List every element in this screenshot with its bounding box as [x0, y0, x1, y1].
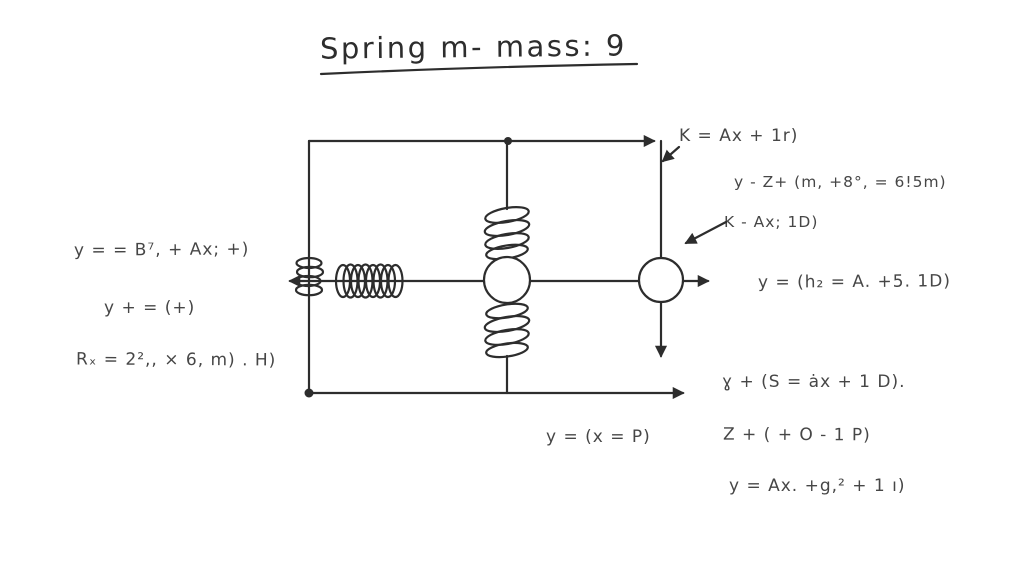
- equation-left-2: y + = (+): [104, 298, 196, 318]
- center-mass-circle: [482, 255, 532, 305]
- equation-right-5: ɣ + (S = ȧx + 1 D).: [722, 372, 906, 392]
- equation-right-2: y - Z+ (m, +8°, = 6!5m): [734, 173, 947, 191]
- bottom-junction-dot: [304, 388, 314, 398]
- vertical-spring-top-icon: [483, 206, 531, 261]
- page-title: Spring m- mass: 9: [319, 28, 628, 66]
- title-underline: [319, 62, 639, 76]
- equation-left-3: Rₓ = 2²,, × 6, m) . H): [75, 349, 277, 371]
- right-mass-circle: [637, 256, 685, 304]
- vertical-spring-bottom-icon: [483, 302, 531, 359]
- equation-right-3: K - Ax; 1D): [724, 213, 819, 231]
- equation-right-4: y = (h₂ = A. +5. 1D): [757, 271, 952, 293]
- pointer-arrow-k2: [684, 220, 728, 245]
- equation-left-1: y = = B⁷, + Ax; +): [73, 239, 250, 261]
- wall-spring-icon: [294, 256, 325, 297]
- equation-right-1: K = Ax + 1r): [679, 126, 799, 146]
- pointer-arrow-k1: [661, 145, 681, 163]
- equation-bottom-3: y = Ax. +g,² + 1 ı): [729, 476, 906, 496]
- equation-bottom-2: Z + ( + O - 1 P): [722, 424, 871, 446]
- top-junction-dot: [504, 137, 512, 145]
- horizontal-spring-icon: [334, 263, 404, 299]
- equation-bottom-1: y = (x = P): [546, 427, 651, 447]
